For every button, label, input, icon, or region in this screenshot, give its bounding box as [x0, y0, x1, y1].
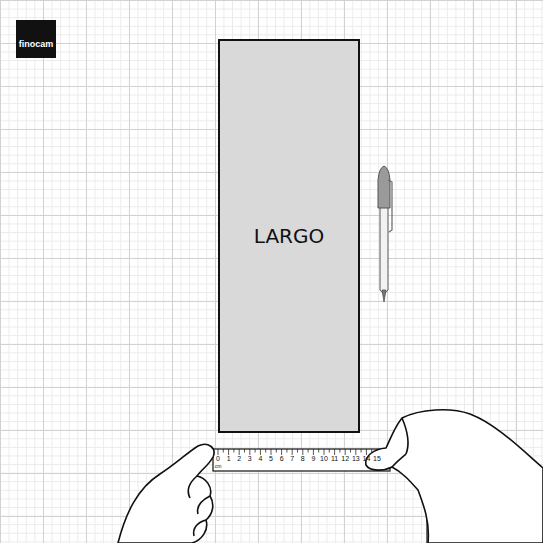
ruler-tick [223, 449, 224, 453]
ruler-tick [329, 449, 330, 453]
ruler-number: 6 [280, 455, 284, 463]
ruler [213, 449, 390, 471]
ruler-number: 12 [341, 455, 349, 463]
ruler-tick [281, 449, 282, 455]
ruler-tick [239, 449, 240, 455]
ruler-tick [228, 449, 229, 455]
ruler-tick [339, 449, 340, 453]
ruler-tick [308, 449, 309, 453]
sheet-box: LARGO [218, 39, 360, 433]
ruler-tick [265, 449, 266, 453]
ruler-tick [276, 449, 277, 453]
ruler-tick [318, 449, 319, 453]
ruler-number: 1 [227, 455, 231, 463]
ruler-tick [324, 449, 325, 455]
pen [378, 166, 392, 302]
ruler-tick [292, 449, 293, 455]
left-hand [118, 444, 214, 543]
ruler-tick [218, 449, 219, 455]
right-hand [366, 410, 543, 543]
ruler-number: 13 [352, 455, 360, 463]
dimension-label: LARGO [254, 224, 324, 248]
ruler-number: 14 [363, 455, 371, 463]
ruler-tick [255, 449, 256, 453]
ruler-number: 8 [301, 455, 305, 463]
ruler-number: 4 [258, 455, 262, 463]
ruler-number: 15 [373, 455, 381, 463]
ruler-number: 2 [237, 455, 241, 463]
ruler-tick [313, 449, 314, 455]
ruler-tick [244, 449, 245, 453]
ruler-number: 3 [248, 455, 252, 463]
ruler-number: 11 [331, 455, 338, 463]
ruler-number: 0 [216, 455, 220, 463]
ruler-tick [286, 449, 287, 453]
ruler-tick [271, 449, 272, 455]
logo-box: finocam [16, 20, 56, 58]
ruler-tick [345, 449, 346, 455]
ruler-tick [249, 449, 250, 455]
ruler-number: 5 [269, 455, 273, 463]
ruler-tick [361, 449, 362, 453]
ruler-tick [297, 449, 298, 453]
ruler-number: 7 [290, 455, 294, 463]
ruler-tick [260, 449, 261, 455]
brand-name: finocam [19, 39, 54, 49]
ruler-tick [302, 449, 303, 455]
ruler-tick [355, 449, 356, 455]
ruler-tick [366, 449, 367, 455]
ruler-tick [233, 449, 234, 453]
ruler-tick [334, 449, 335, 455]
ruler-number: 10 [320, 455, 328, 463]
ruler-number: 9 [311, 455, 315, 463]
ruler-tick [350, 449, 351, 453]
unit-label: cm [215, 463, 222, 469]
